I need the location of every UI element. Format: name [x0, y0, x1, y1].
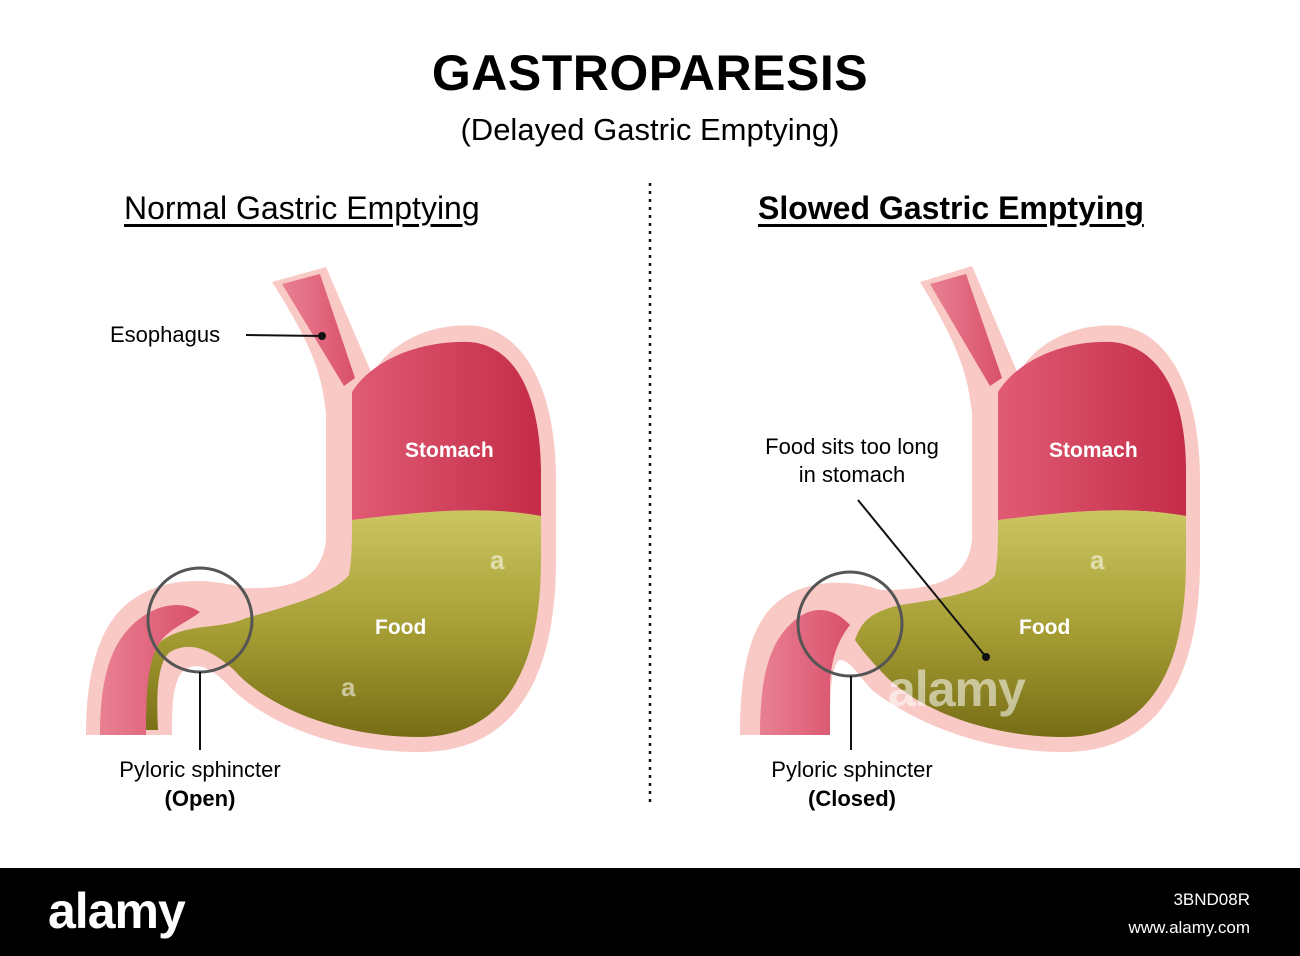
- right-panel-heading: Slowed Gastric Emptying: [758, 190, 1144, 226]
- watermark-text: alamy: [888, 661, 1026, 717]
- left-duodenum-shape: [100, 605, 200, 735]
- left-stomach: [86, 267, 556, 752]
- left-food-label: Food: [375, 616, 427, 639]
- watermark-mark: a: [490, 545, 505, 575]
- left-food-shape: [145, 510, 541, 737]
- left-pylorus-state: (Open): [164, 786, 236, 811]
- callout-line-2: in stomach: [798, 462, 906, 487]
- callout-leader: [857, 499, 987, 658]
- right-stomach-upper: [998, 341, 1186, 520]
- left-panel-heading: Normal Gastric Emptying: [124, 190, 480, 226]
- left-stomach-label: Stomach: [405, 439, 494, 462]
- right-pylorus-state: (Closed): [808, 786, 896, 811]
- right-esophagus-shape: [930, 274, 1002, 386]
- left-pylorus-label: Pyloric sphincter: [119, 757, 281, 782]
- right-food-label: Food: [1019, 616, 1071, 639]
- callout-dot: [982, 653, 990, 661]
- esophagus-label: Esophagus: [110, 322, 221, 347]
- site-url: www.alamy.com: [1128, 918, 1250, 937]
- right-stomach: [740, 266, 1200, 752]
- gastroparesis-diagram: [86, 183, 1200, 805]
- right-pylorus-label: Pyloric sphincter: [771, 757, 933, 782]
- left-stomach-upper: [352, 341, 541, 520]
- watermark-mark: a: [1090, 545, 1105, 575]
- esophagus-leader: [245, 334, 323, 337]
- left-esophagus-shape: [282, 274, 355, 386]
- right-duodenum-shape: [760, 610, 850, 735]
- alamy-logo: alamy: [48, 883, 186, 939]
- page-subtitle: (Delayed Gastric Emptying): [460, 112, 840, 147]
- callout-line-1: Food sits too long: [765, 434, 939, 459]
- esophagus-dot: [318, 332, 326, 340]
- footer-bar: alamy 3BND08R www.alamy.com: [0, 868, 1300, 956]
- page-title: GASTROPARESIS: [431, 45, 869, 101]
- image-id: 3BND08R: [1173, 890, 1250, 909]
- right-stomach-label: Stomach: [1049, 439, 1138, 462]
- watermark-mark: a: [341, 672, 356, 702]
- right-food-shape: [855, 510, 1186, 737]
